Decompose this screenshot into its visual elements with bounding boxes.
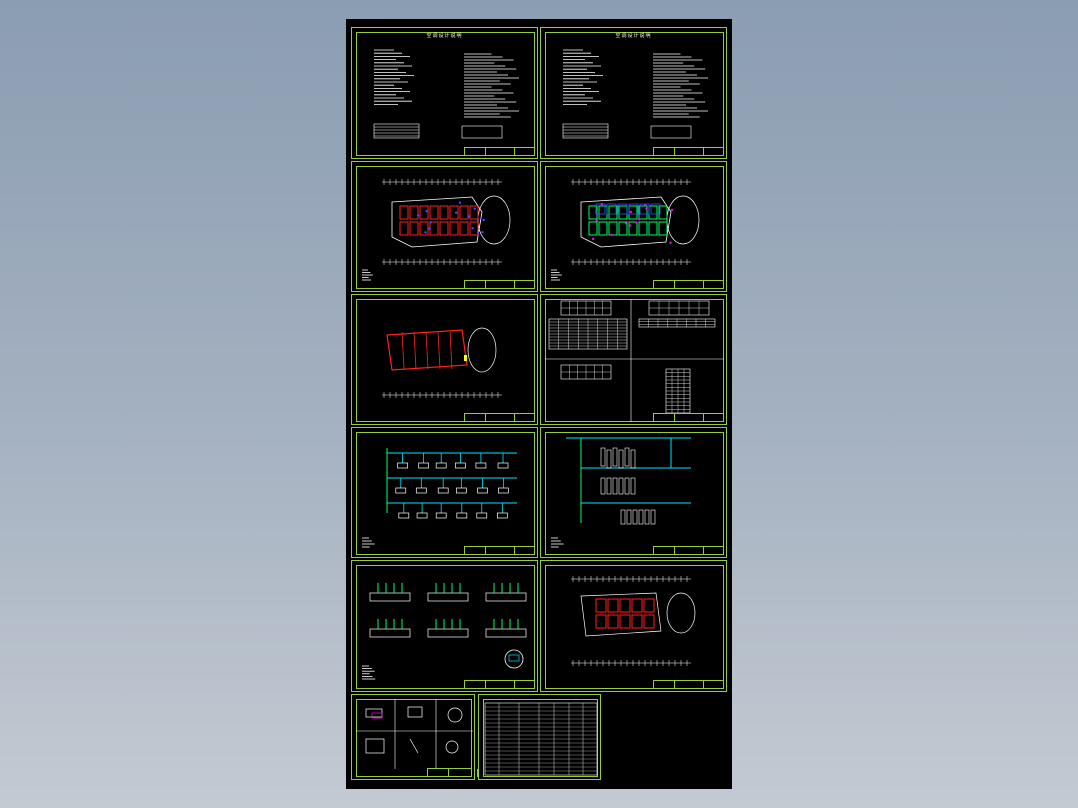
unit-details-drawing [362,583,527,680]
sheet-system-diagram-2[interactable] [540,427,727,558]
sheet-unit-details[interactable] [351,560,538,692]
sheet-floor-plan-red-3[interactable] [540,560,727,692]
title-block [464,680,535,689]
title-block [464,147,535,156]
sheet-system-diagram-1[interactable] [351,427,538,558]
sheet-equipment-tables[interactable] [540,294,727,425]
floor-plan-drawing [571,576,696,666]
detail-grid-drawing [356,699,473,769]
sheet-title: 空调设计说明 [615,33,652,39]
title-block [653,280,724,289]
title-block [464,546,535,555]
floor-plan-drawing [382,327,502,398]
sheet-design-notes-1[interactable]: 空调设计说明 [351,27,538,159]
notes-text-block [373,49,519,139]
sheet-detail-grid[interactable] [351,694,478,780]
title-block [427,768,478,777]
system-diagram [362,448,517,548]
sheet-design-notes-2[interactable]: 空调设计说明 [540,27,727,159]
floor-plan-drawing [362,179,511,281]
title-block [653,413,724,422]
sheet-floor-plan-green[interactable] [540,161,727,292]
sheet-schedule-table[interactable] [478,694,601,780]
title-block [653,546,724,555]
system-diagram [551,437,691,548]
floor-plan-drawing [551,179,700,281]
sheet-floor-plan-red-2[interactable] [351,294,538,425]
drawing-canvas[interactable]: 空调设计说明 空调设计说明 [346,19,732,789]
notes-text-block [562,49,708,139]
sheet-floor-plan-red[interactable] [351,161,538,292]
schedule-table-drawing [484,702,598,776]
title-block [464,413,535,422]
title-block [653,680,724,689]
equipment-tables-drawing [545,299,724,422]
title-block [464,280,535,289]
sheet-title: 空调设计说明 [426,33,463,39]
title-block [653,147,724,156]
